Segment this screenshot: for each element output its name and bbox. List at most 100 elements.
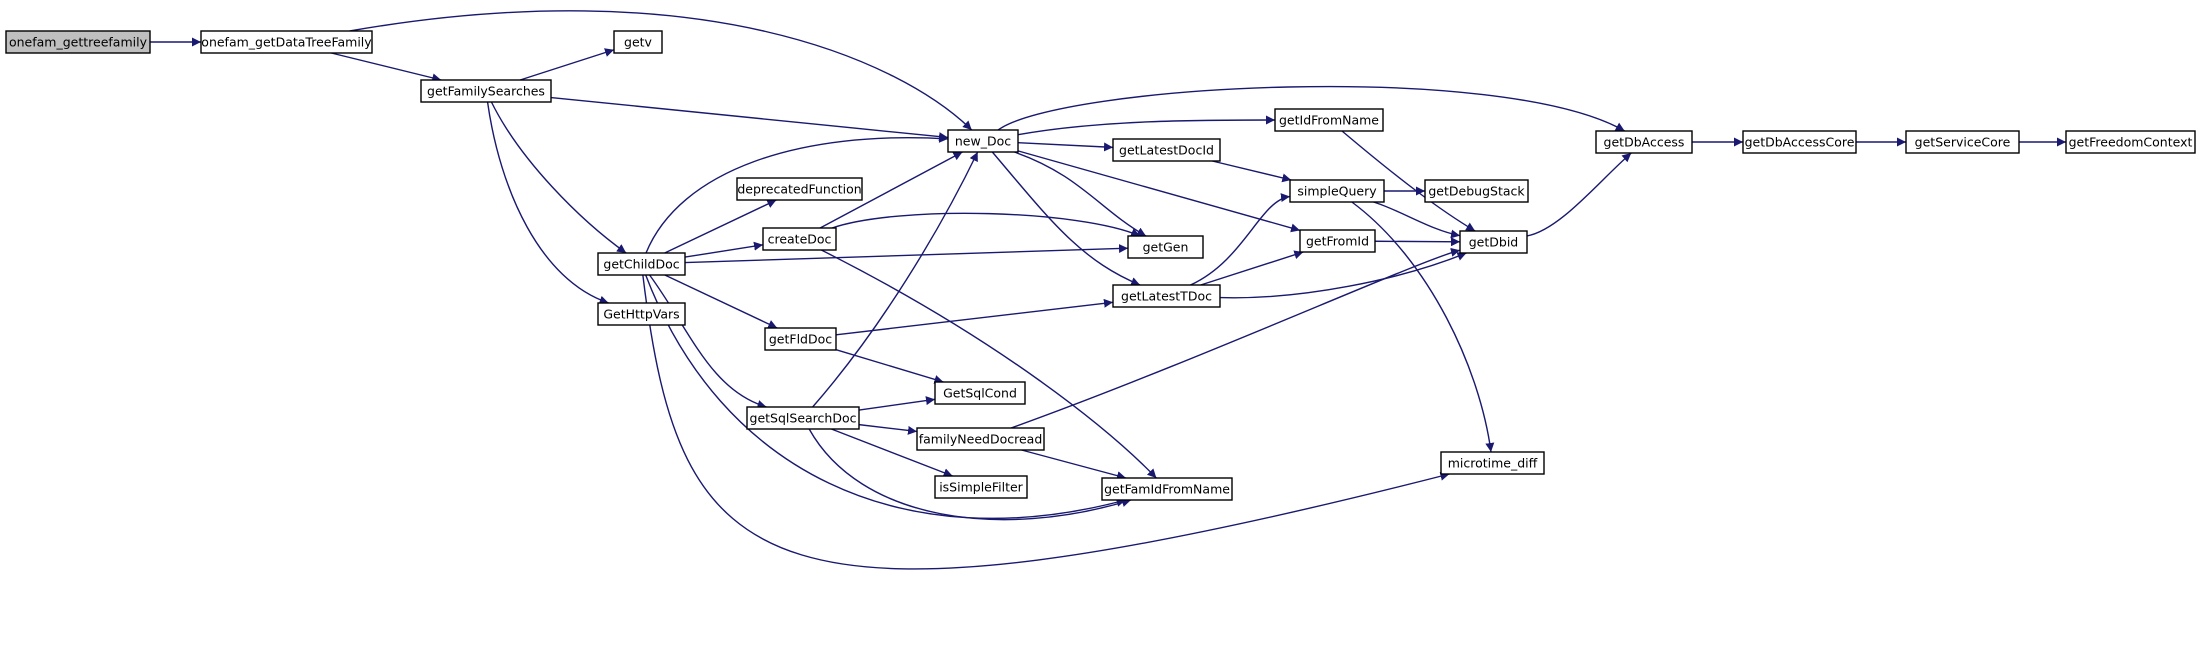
node-getFamilySearches[interactable]: getFamilySearches [420,79,552,103]
node-label: onefam_gettreefamily [9,35,148,50]
node-box [2065,130,2196,154]
node-label: GetHttpVars [603,307,679,322]
node-box [1112,138,1221,162]
node-label: isSimpleFilter [939,480,1023,495]
node-box [597,252,686,276]
edge-createDoc-to-new_Doc [819,151,963,229]
node-getFamIdFromName[interactable]: getFamIdFromName [1101,477,1233,501]
node-box [1101,477,1233,501]
node-new_Doc[interactable]: new_Doc [947,129,1019,153]
node-label: getIdFromName [1279,113,1379,128]
node-label: microtime_diff [1448,456,1538,471]
edge-getSqlSearchDoc-to-getFamIdFromName [808,428,1132,521]
node-simpleQuery[interactable]: simpleQuery [1289,179,1385,203]
edge-getChildDoc-to-new_Doc [645,133,949,254]
edge-simpleQuery-to-microtime_diff [1351,201,1495,453]
node-label: onefam_getDataTreeFamily [201,35,372,50]
edge-onefam_getDataTreeFamily-to-new_Doc [349,10,973,131]
edge-new_Doc-to-getGen [1014,151,1147,237]
node-getDbid[interactable]: getDbid [1459,230,1528,254]
edge-createDoc-to-getGen [831,212,1141,237]
node-GetSqlCond[interactable]: GetSqlCond [934,381,1026,405]
node-getLatestDocId[interactable]: getLatestDocId [1112,138,1221,162]
edge-getFldDoc-to-GetSqlCond [835,349,944,384]
node-label: getGen [1143,240,1189,255]
edge-getChildDoc-to-getGen [684,244,1129,264]
node-box [934,381,1026,405]
node-label: getv [624,35,653,50]
node-microtime_diff[interactable]: microtime_diff [1440,451,1545,475]
node-getLatestTDoc[interactable]: getLatestTDoc [1112,284,1221,308]
edge-getLatestTDoc-to-simpleQuery [1190,193,1291,286]
node-box [1127,235,1204,259]
edge-getChildDoc-to-getSqlSearchDoc [649,274,767,409]
edge-familyNeedDocread-to-getFamIdFromName [1021,449,1127,481]
node-label: getLatestTDoc [1121,289,1212,304]
node-getv[interactable]: getv [613,30,663,54]
node-box [1440,451,1545,475]
edge-getSqlSearchDoc-to-GetSqlCond [858,396,936,411]
node-box [1112,284,1221,308]
edge-getSqlSearchDoc-to-familyNeedDocread [858,423,918,435]
node-label: getFldDoc [769,332,832,347]
edge-new_Doc-to-getLatestTDoc [991,151,1141,286]
node-onefam_gettreefamily[interactable]: onefam_gettreefamily [5,30,151,54]
node-getIdFromName[interactable]: getIdFromName [1274,108,1384,132]
node-getFromId[interactable]: getFromId [1299,229,1376,253]
edge-getFromId-to-getDbid [1374,237,1461,247]
edge-getChildDoc-to-microtime_diff [642,274,1450,570]
node-box [1274,108,1384,132]
node-getDebugStack[interactable]: getDebugStack [1424,179,1529,203]
node-getFreedomContext[interactable]: getFreedomContext [2065,130,2196,154]
node-box [1459,230,1528,254]
edge-familyNeedDocread-to-getDbid [1010,247,1461,429]
node-getGen[interactable]: getGen [1127,235,1204,259]
node-label: getServiceCore [1915,135,2011,150]
edge-getLatestTDoc-to-getFromId [1200,250,1304,286]
node-box [200,30,373,54]
edge-createDoc-to-getFamIdFromName [821,249,1157,479]
node-getDbAccessCore[interactable]: getDbAccessCore [1742,130,1857,154]
node-label: GetSqlCond [943,386,1017,401]
node-label: getFamIdFromName [1104,482,1230,497]
node-label: getDbAccess [1604,135,1685,150]
edge-onefam_getDataTreeFamily-to-getFamilySearches [331,52,442,83]
node-box [613,30,663,54]
edge-new_Doc-to-getLatestDocId [1017,142,1114,152]
node-getSqlSearchDoc[interactable]: getSqlSearchDoc [746,406,860,430]
node-box [1742,130,1857,154]
node-onefam_getDataTreeFamily[interactable]: onefam_getDataTreeFamily [200,30,373,54]
node-label: getFamilySearches [427,84,545,99]
node-createDoc[interactable]: createDoc [762,227,837,251]
node-label: getChildDoc [603,257,679,272]
node-box [762,227,837,251]
node-label: getDbAccessCore [1745,135,1855,150]
edge-getDbid-to-getDbAccess [1526,152,1632,237]
edge-getFamilySearches-to-GetHttpVars [486,101,609,305]
node-box [1595,130,1693,154]
node-getServiceCore[interactable]: getServiceCore [1905,130,2020,154]
node-box [5,30,151,54]
node-getFldDoc[interactable]: getFldDoc [764,327,837,351]
node-getDbAccess[interactable]: getDbAccess [1595,130,1693,154]
node-deprecatedFunction[interactable]: deprecatedFunction [736,177,863,201]
node-label: getFromId [1306,234,1369,249]
node-box [916,427,1045,451]
node-label: familyNeedDocread [919,432,1043,447]
edge-getFamilySearches-to-getv [519,48,615,81]
node-GetHttpVars[interactable]: GetHttpVars [597,302,686,326]
node-box [947,129,1019,153]
edge-getChildDoc-to-getFldDoc [664,274,778,329]
node-isSimpleFilter[interactable]: isSimpleFilter [934,475,1028,499]
node-familyNeedDocread[interactable]: familyNeedDocread [916,427,1045,451]
node-label: new_Doc [955,134,1011,149]
node-box [764,327,837,351]
node-box [736,177,863,201]
node-label: getDebugStack [1428,184,1525,199]
edge-new_Doc-to-getIdFromName [1017,115,1276,136]
edge-simpleQuery-to-getDbid [1373,201,1461,239]
node-getChildDoc[interactable]: getChildDoc [597,252,686,276]
node-box [420,79,552,103]
node-label: createDoc [768,232,832,247]
